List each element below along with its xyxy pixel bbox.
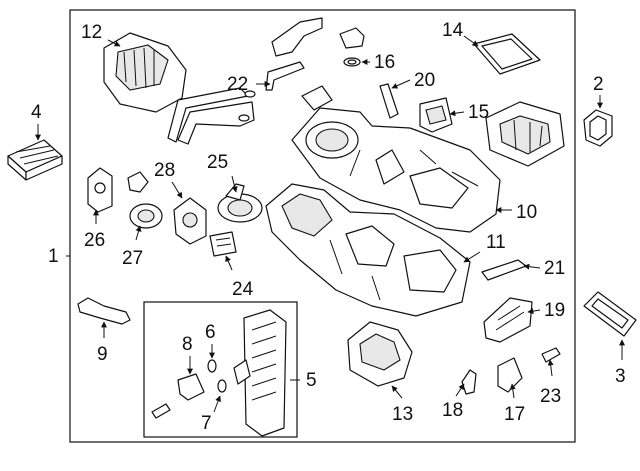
part-10-upper-case [291,107,501,233]
part-15-actuator [419,97,453,133]
callout-24: 24 [232,279,254,300]
part-16-grommet [339,27,365,67]
callout-9: 9 [97,344,108,365]
callout-1: 1 [48,246,59,267]
refrigerant-line-stub [151,403,171,419]
part-4-cabin-filter [7,139,63,181]
part-7-o-ring [217,379,227,393]
callout-6: 6 [205,322,216,343]
part-13-lower-housing [347,321,413,387]
part-28-actuator [173,197,207,245]
small-duct-adapter [301,85,333,111]
part-24-resistor [209,231,237,257]
top-duct-piece [271,17,323,57]
callout-19: 19 [544,300,565,321]
callout-labels: 1 2 3 4 5 6 7 8 9 10 11 12 13 14 15 16 1… [31,20,626,434]
part-23-clip [541,347,561,363]
callout-14: 14 [442,20,464,41]
callout-10: 10 [516,202,537,223]
callout-22: 22 [227,74,248,95]
part-9-duct [77,297,131,325]
part-14-seal-frame [473,33,541,75]
callout-20: 20 [414,70,435,91]
callout-25: 25 [207,152,228,173]
callout-7: 7 [201,413,212,434]
part-3-foam-seal [583,291,637,337]
part-21-duct-strip [481,259,527,281]
callout-17: 17 [504,404,525,425]
callout-21: 21 [544,258,565,279]
small-linkage [127,171,149,193]
callout-5: 5 [306,370,317,391]
callout-15: 15 [468,102,489,123]
assembly-frame [69,9,576,443]
part-6-o-ring [207,359,217,373]
part-25-blower-motor [217,183,263,223]
leader-lines [35,35,625,413]
callout-12: 12 [81,22,102,43]
part-12-blower-housing [103,32,187,113]
callout-23: 23 [540,386,561,407]
part-22-bracket [265,61,305,91]
callout-4: 4 [31,102,42,123]
part-19-duct-shroud [483,297,533,343]
heater-core-tubes [167,87,256,145]
callout-8: 8 [182,334,193,355]
callout-16: 16 [374,52,395,73]
callout-26: 26 [84,230,105,251]
part-2-seal [583,109,613,147]
callout-18: 18 [442,400,463,421]
callout-11: 11 [486,232,506,253]
callout-27: 27 [122,248,143,269]
part-17-actuator [497,357,523,393]
part-8-expansion-valve [177,373,205,401]
part-5-evaporator [233,309,287,437]
callout-13: 13 [392,404,413,425]
part-18-bracket [461,369,477,395]
subassembly-frame [143,301,298,438]
part-26-actuator [87,167,113,213]
callout-28: 28 [154,160,175,181]
part-27-motor [129,203,163,229]
callout-3: 3 [615,366,626,387]
part-11-lower-case [265,183,471,317]
distribution-duct-module [485,101,565,167]
part-20-seal-strip [379,83,399,119]
callout-2: 2 [593,74,604,95]
